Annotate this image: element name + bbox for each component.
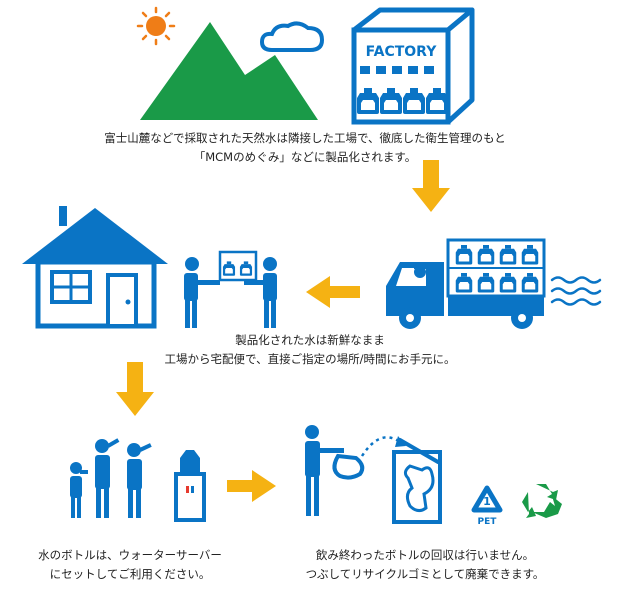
toss-arc-icon	[360, 436, 401, 457]
water-server-icon	[174, 450, 206, 522]
recycle-icon	[522, 484, 562, 518]
arrow-right-icon	[227, 470, 276, 502]
caption-line: 飲み終わったボトルの回収は行いません。	[315, 548, 535, 562]
factory-icon: FACTORY	[351, 7, 475, 125]
water-case-icon	[218, 250, 258, 282]
person-disposing-icon	[305, 425, 344, 516]
caption-line: 製品化された水は新鮮なまま	[235, 333, 385, 347]
people-drinking-icon	[70, 438, 152, 518]
cloud-icon	[259, 21, 325, 52]
arrow-down-icon-2	[116, 362, 154, 416]
caption-line: 水のボトルは、ウォーターサーバー	[38, 548, 222, 562]
house-icon	[22, 206, 168, 329]
crushed-bottle-icon	[332, 453, 365, 480]
mountain-icon	[140, 22, 318, 120]
factory-sign: FACTORY	[366, 44, 438, 60]
caption-line: 富士山麓などで採取された天然水は隣接した工場で、徹底した衛生管理のもと	[104, 131, 506, 145]
arrow-down-icon	[412, 160, 450, 212]
pet-label: PET	[478, 517, 498, 527]
delivery-truck-icon	[386, 238, 546, 329]
sun-icon	[136, 6, 176, 46]
step-caption-spring: 富士山麓などで採取された天然水は隣接した工場で、徹底した衛生管理のもと 「MCM…	[60, 129, 550, 167]
caption-line: 「MCMのめぐみ」などに製品化されます。	[193, 150, 417, 164]
person-delivering-icon	[244, 257, 277, 328]
step-caption-delivery: 製品化された水は新鮮なまま 工場から宅配便で、直接ご指定の場所/時間にお手元に。	[140, 331, 480, 369]
pet-recycle-mark-icon: 1 PET	[471, 485, 503, 527]
caption-line: にセットしてご利用ください。	[49, 567, 211, 581]
recycle-bin-icon	[392, 438, 442, 524]
speed-lines-icon	[550, 276, 602, 306]
pet-number: 1	[483, 495, 491, 508]
caption-line: 工場から宅配便で、直接ご指定の場所/時間にお手元に。	[164, 352, 456, 366]
step-caption-collection: 飲み終わったボトルの回収は行いません。 つぶしてリサイクルゴミとして廃棄できます…	[290, 546, 560, 584]
step-caption-use: 水のボトルは、ウォーターサーバー にセットしてご利用ください。	[10, 546, 250, 584]
caption-line: つぶしてリサイクルゴミとして廃棄できます。	[305, 567, 545, 581]
arrow-left-icon	[306, 276, 360, 308]
person-receiving-icon	[184, 257, 220, 328]
